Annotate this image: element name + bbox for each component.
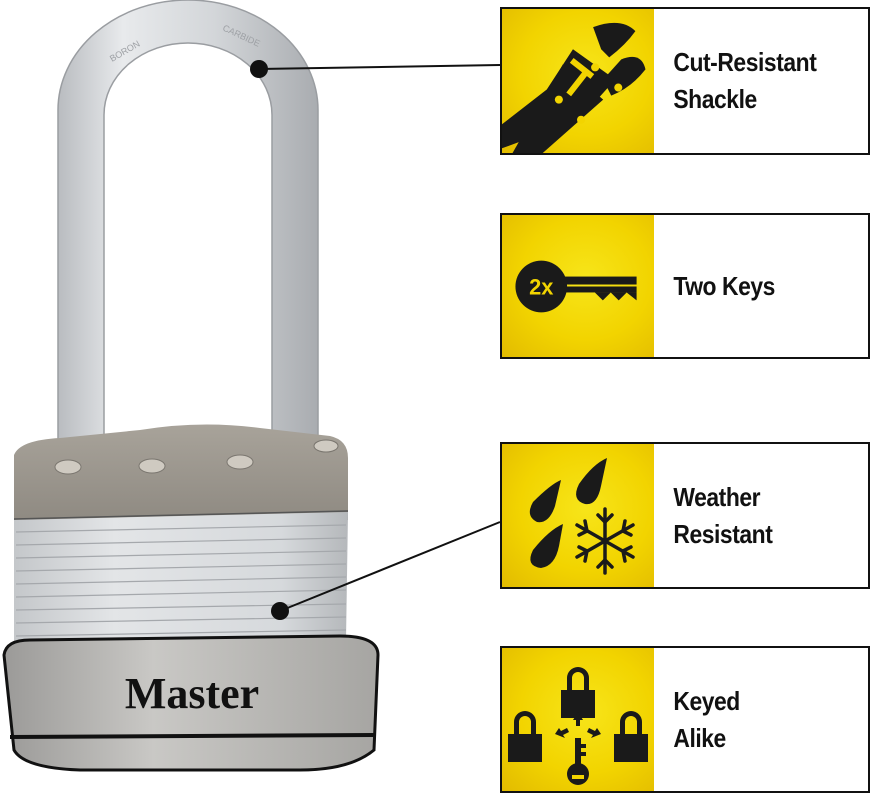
feature-label-line1: Keyed xyxy=(673,685,740,716)
two-keys-icon: 2x xyxy=(502,215,654,357)
feature-label-line1: Weather xyxy=(673,481,761,512)
callout-dot-shackle xyxy=(250,60,268,78)
padlock-image: BORON CARBIDE Master xyxy=(2,0,380,772)
lock-cap xyxy=(14,424,348,520)
feature-label-line2: Resistant xyxy=(673,518,773,549)
keyed-alike-icon xyxy=(502,648,654,791)
feature-label-line2: Alike xyxy=(673,722,726,753)
callout-dot-body xyxy=(271,602,289,620)
brand-logo: Master xyxy=(125,669,259,718)
feature-label-line1: Two Keys xyxy=(673,270,775,301)
shackle xyxy=(57,0,319,441)
feature-label-line2: Shackle xyxy=(673,84,757,114)
feature-label-line1: Cut-Resistant xyxy=(673,47,817,77)
feature-two-keys: 2x Two Keys xyxy=(500,213,870,359)
bolt-cutter-icon xyxy=(502,9,654,153)
two-x-text: 2x xyxy=(529,274,553,299)
feature-label: Two Keys xyxy=(654,215,842,357)
padlock-illustration: BORON CARBIDE Master xyxy=(2,0,380,772)
lock-body xyxy=(14,512,348,645)
weather-icon xyxy=(502,444,654,587)
